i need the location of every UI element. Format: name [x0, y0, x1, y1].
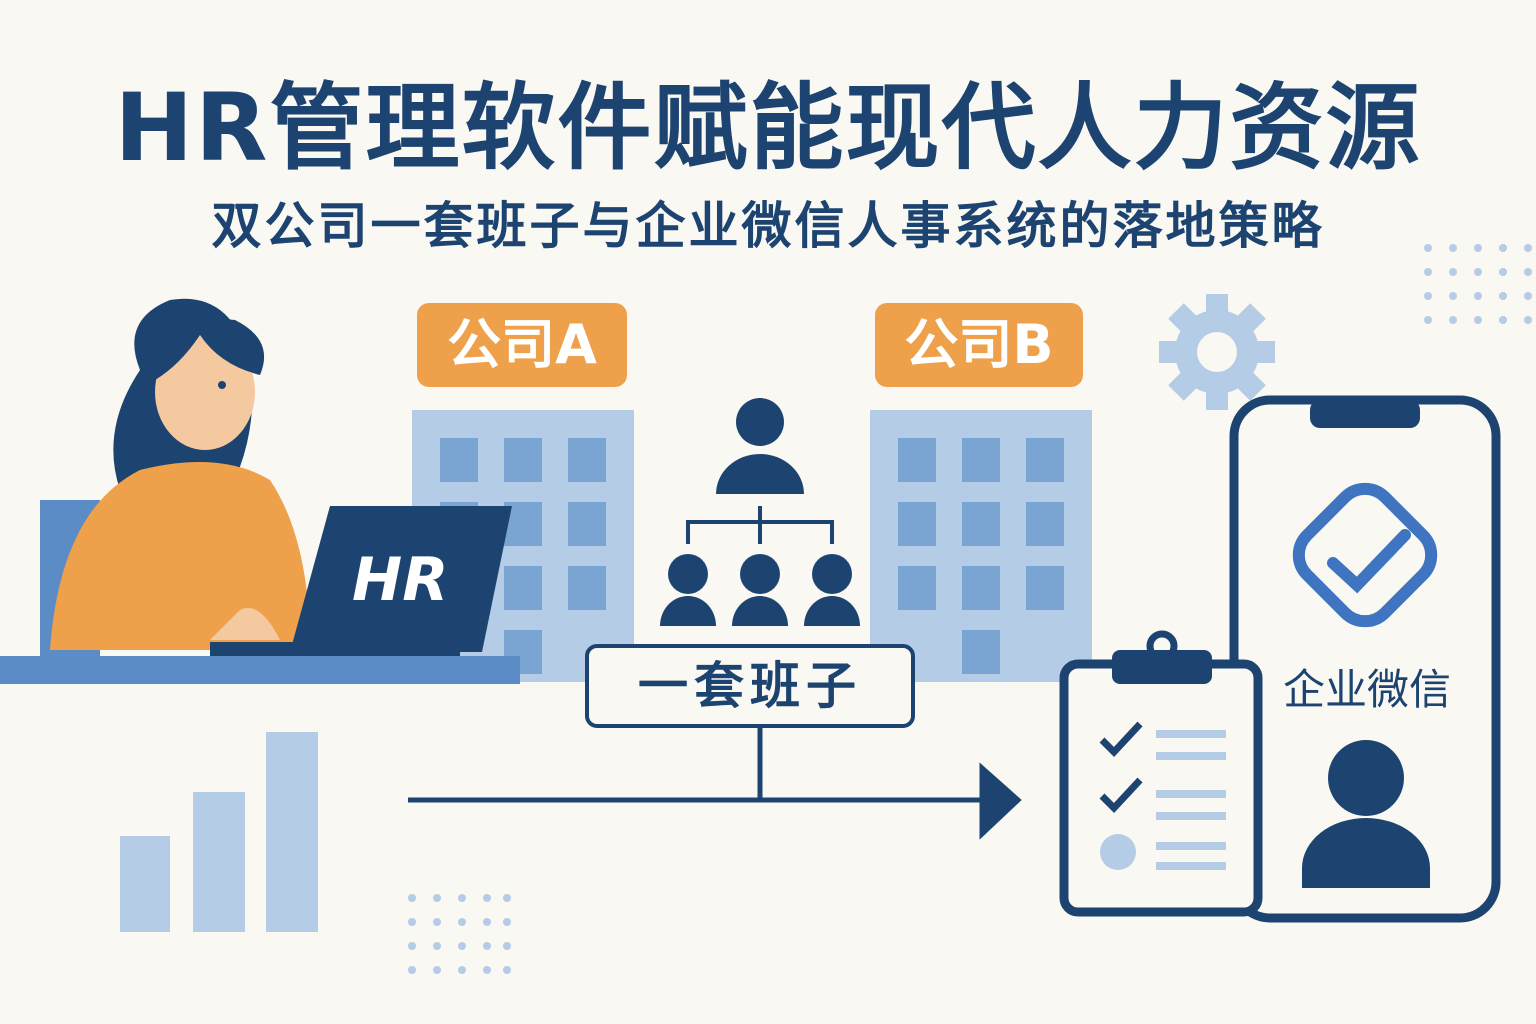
team-label-box: 一套班子 — [585, 644, 915, 728]
building-b — [870, 410, 1092, 682]
wecom-logo-icon — [1292, 482, 1438, 628]
arrow-icon — [408, 728, 1022, 840]
dot-grid-top-right — [1424, 244, 1532, 324]
phone-icon — [1229, 395, 1501, 923]
clipboard-checklist-icon — [1059, 630, 1263, 917]
hr-person-illustration — [0, 298, 520, 684]
page-title: HR管理软件赋能现代人力资源 — [114, 74, 1422, 183]
org-chart-icon — [660, 398, 860, 626]
user-avatar-icon — [1328, 740, 1404, 816]
laptop-hr-label: HR — [352, 545, 449, 615]
laptop-icon — [290, 506, 512, 652]
dot-grid-bottom-left — [408, 894, 511, 974]
page-subtitle: 双公司一套班子与企业微信人事系统的落地策略 — [211, 197, 1325, 255]
bar-chart-icon — [120, 732, 318, 932]
wecom-label: 企业微信 — [1282, 665, 1451, 714]
company-b-badge: 公司B — [875, 303, 1083, 387]
company-a-badge: 公司A — [417, 303, 627, 387]
